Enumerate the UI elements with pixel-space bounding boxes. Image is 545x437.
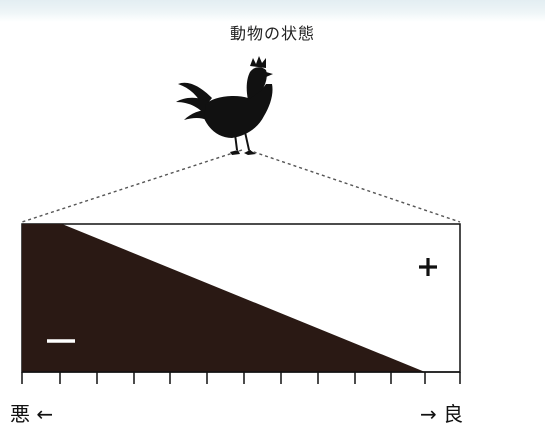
background-texture (0, 0, 545, 22)
projection-line-right (247, 149, 461, 223)
scale-right-label: → 良 (420, 402, 464, 426)
rooster-icon (176, 56, 273, 155)
diagram-title: 動物の状態 (229, 24, 315, 43)
scale-ticks (21, 372, 461, 384)
scale-left-label: 悪 ← (10, 402, 54, 426)
plus-sign (419, 258, 437, 276)
negative-area (22, 224, 425, 372)
projection-line-left (21, 149, 243, 223)
